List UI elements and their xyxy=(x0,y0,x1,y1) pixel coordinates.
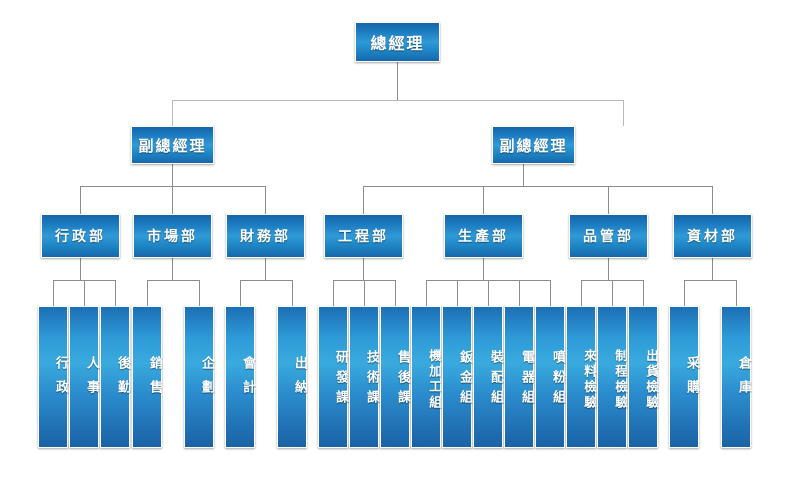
connector-finance-bus xyxy=(240,280,293,281)
connector-unit-u15-drop xyxy=(550,280,551,306)
node-vp-right[interactable]: 副總經理 xyxy=(492,126,575,164)
connector-dept-engineering-drop xyxy=(363,186,364,214)
connector-unit-u14-drop xyxy=(519,280,520,306)
connector-unit-u02-drop xyxy=(84,280,85,306)
node-dept-finance[interactable]: 財務部 xyxy=(226,214,305,258)
node-unit-after-sales-section[interactable]: 售後課 xyxy=(380,306,410,448)
connector-unit-u12-drop xyxy=(457,280,458,306)
connector-admin-stem xyxy=(80,258,81,280)
node-unit-planning[interactable]: 企劃 xyxy=(184,306,214,448)
node-unit-outgoing-inspection[interactable]: 出貨檢驗 xyxy=(628,306,659,448)
node-dept-production[interactable]: 生產部 xyxy=(444,214,523,258)
connector-dept-finance-drop xyxy=(265,186,266,214)
node-unit-sales[interactable]: 銷售 xyxy=(132,306,162,448)
node-dept-market[interactable]: 市場部 xyxy=(133,214,212,258)
connector-unit-u06-drop xyxy=(240,280,241,306)
connector-materials-stem xyxy=(712,258,713,280)
node-unit-warehouse[interactable]: 倉庫 xyxy=(721,306,751,448)
node-unit-process-inspection[interactable]: 制程檢驗 xyxy=(597,306,628,448)
node-dept-quality[interactable]: 品管部 xyxy=(569,214,648,258)
connector-vp-left-stem xyxy=(172,164,173,186)
connector-market-stem xyxy=(172,258,173,280)
connector-dept-production-drop xyxy=(483,186,484,214)
node-dept-materials[interactable]: 資材部 xyxy=(673,214,752,258)
connector-finance-stem xyxy=(265,258,266,280)
connector-vp-right-bus xyxy=(363,186,712,187)
node-unit-logistics[interactable]: 後勤 xyxy=(100,306,130,448)
connector-vp-right-drop xyxy=(623,100,624,126)
connector-unit-u16-drop xyxy=(581,280,582,306)
connector-production-stem xyxy=(483,258,484,280)
node-unit-electrical-group[interactable]: 電器組 xyxy=(504,306,534,448)
node-unit-assembly-group[interactable]: 裝配組 xyxy=(473,306,503,448)
connector-root-bus xyxy=(172,100,623,101)
node-unit-accounting[interactable]: 會計 xyxy=(225,306,255,448)
node-unit-powder-coating-group[interactable]: 噴粉組 xyxy=(535,306,565,448)
connector-dept-materials-drop xyxy=(712,186,713,214)
connector-vp-right-stem xyxy=(523,164,524,186)
connector-engineering-stem xyxy=(363,258,364,280)
node-dept-admin[interactable]: 行政部 xyxy=(41,214,120,258)
connector-unit-u05-drop xyxy=(199,280,200,306)
connector-quality-stem xyxy=(608,258,609,280)
connector-unit-u04-drop xyxy=(147,280,148,306)
connector-unit-u07-drop xyxy=(292,280,293,306)
connector-unit-u19-drop xyxy=(684,280,685,306)
connector-unit-u11-drop xyxy=(426,280,427,306)
connector-market-bus xyxy=(147,280,200,281)
node-root-general-manager[interactable]: 總經理 xyxy=(355,22,440,62)
node-unit-sheet-metal-group[interactable]: 鈑金組 xyxy=(442,306,472,448)
node-unit-human-resources[interactable]: 人事 xyxy=(69,306,99,448)
node-dept-engineering[interactable]: 工程部 xyxy=(324,214,403,258)
node-unit-purchasing[interactable]: 采購 xyxy=(669,306,699,448)
connector-dept-admin-drop xyxy=(80,186,81,214)
connector-unit-u01-drop xyxy=(53,280,54,306)
connector-unit-u08-drop xyxy=(333,280,334,306)
connector-unit-u18-drop xyxy=(643,280,644,306)
connector-materials-bus xyxy=(684,280,737,281)
connector-dept-quality-drop xyxy=(608,186,609,214)
connector-dept-market-drop xyxy=(172,186,173,214)
node-unit-machining-group[interactable]: 機加工組 xyxy=(411,306,442,448)
node-vp-left[interactable]: 副總經理 xyxy=(131,126,214,164)
connector-unit-u09-drop xyxy=(364,280,365,306)
connector-vp-left-drop xyxy=(172,100,173,126)
node-unit-cashier[interactable]: 出納 xyxy=(277,306,307,448)
node-unit-technical-section[interactable]: 技術課 xyxy=(349,306,379,448)
node-unit-incoming-inspection[interactable]: 來料檢驗 xyxy=(566,306,597,448)
connector-unit-u17-drop xyxy=(612,280,613,306)
connector-root-stem xyxy=(397,62,398,100)
node-unit-rnd-section[interactable]: 研發課 xyxy=(318,306,348,448)
connector-unit-u20-drop xyxy=(736,280,737,306)
connector-unit-u13-drop xyxy=(488,280,489,306)
connector-unit-u10-drop xyxy=(395,280,396,306)
connector-unit-u03-drop xyxy=(115,280,116,306)
node-unit-administration[interactable]: 行政 xyxy=(38,306,68,448)
